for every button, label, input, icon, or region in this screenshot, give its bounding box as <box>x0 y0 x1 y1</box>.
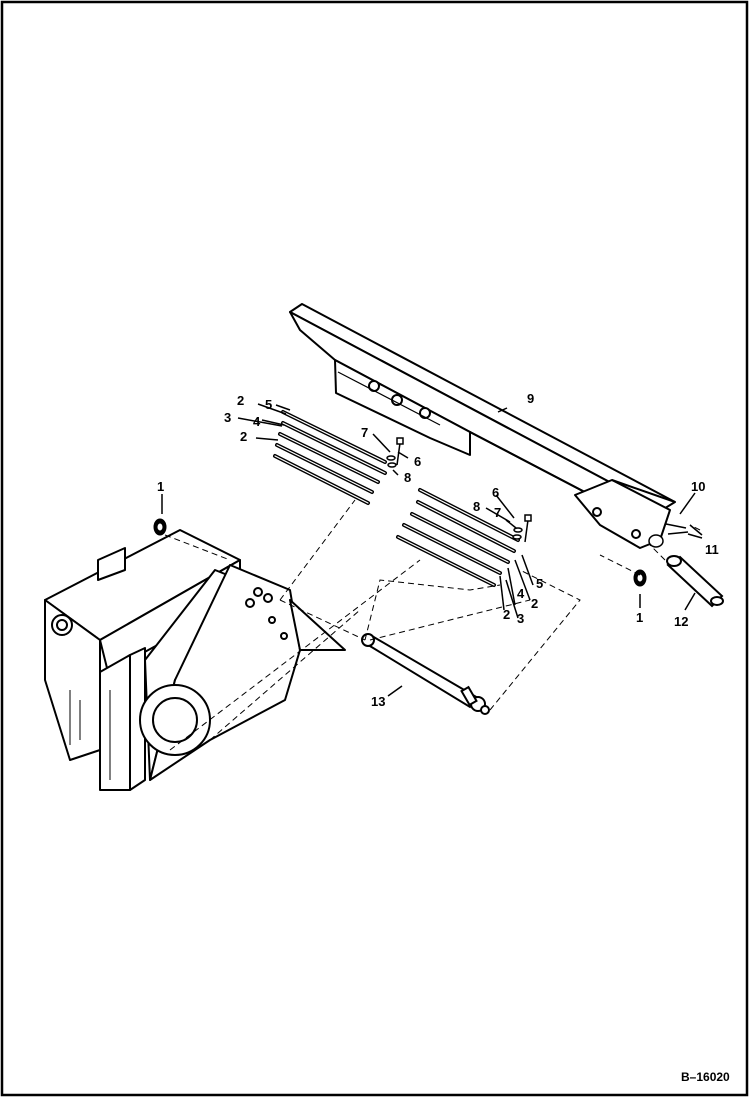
label-8-a: 8 <box>404 470 411 485</box>
retainer-parts <box>648 523 689 548</box>
label-3-a: 3 <box>224 410 231 425</box>
label-2-c: 2 <box>531 596 538 611</box>
label-13: 13 <box>371 694 385 709</box>
label-6-a: 6 <box>414 454 421 469</box>
label-8-b: 8 <box>473 499 480 514</box>
label-7-a: 7 <box>361 425 368 440</box>
bolt-lower <box>512 514 532 543</box>
label-9: 9 <box>527 391 534 406</box>
label-2-d: 2 <box>503 607 510 622</box>
bushing-left <box>153 518 167 536</box>
label-5-b: 5 <box>536 576 543 591</box>
label-6-b: 6 <box>492 485 499 500</box>
label-7-b: 7 <box>494 505 501 520</box>
document-number: B–16020 <box>681 1070 730 1084</box>
label-4-b: 4 <box>517 586 525 601</box>
label-11: 11 <box>705 542 719 557</box>
boom-arm <box>289 303 676 549</box>
label-3-b: 3 <box>517 611 524 626</box>
label-2-a: 2 <box>237 393 244 408</box>
label-12: 12 <box>674 614 688 629</box>
label-1-right: 1 <box>636 610 643 625</box>
part-labels: 1 1 2 2 2 2 3 3 4 4 5 5 6 6 7 7 8 8 9 10… <box>157 391 719 709</box>
leader-lines <box>161 403 703 697</box>
shim-stack-lower <box>396 488 520 587</box>
label-10: 10 <box>691 479 705 494</box>
label-5-a: 5 <box>265 397 272 412</box>
shim-stack-upper <box>273 410 387 505</box>
bolt-upper <box>386 437 404 468</box>
assembly-lines <box>164 499 701 751</box>
hydraulic-cylinder <box>361 633 490 715</box>
label-4-a: 4 <box>253 414 261 429</box>
label-2-b: 2 <box>240 429 247 444</box>
label-1-left: 1 <box>157 479 164 494</box>
pivot-pin <box>666 555 724 608</box>
frame-assembly <box>44 529 346 791</box>
